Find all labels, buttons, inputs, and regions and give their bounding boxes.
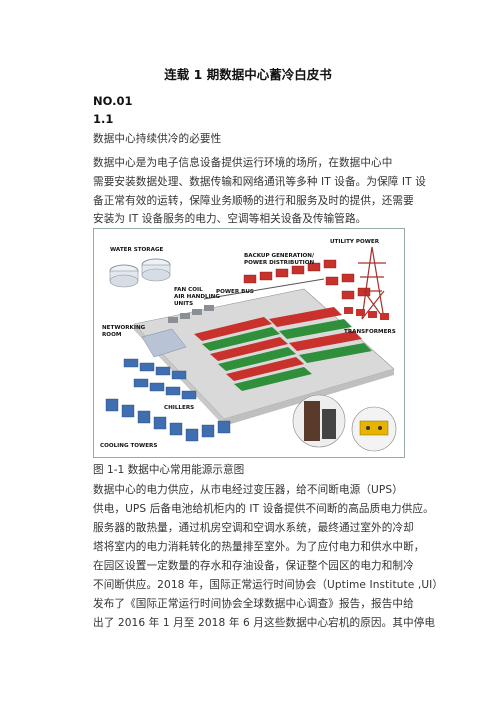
paragraph-line: 数据中心的电力供应，从市电经过变压器，给不间断电源（UPS）	[93, 484, 403, 496]
label-air-handling: AIR HANDLING	[174, 294, 220, 300]
transformers	[344, 307, 389, 320]
label-utility-power: UTILITY POWER	[330, 239, 380, 245]
paragraph-line: 在园区设置一定数量的存水和存油设备，保证整个园区的电力和制冷	[93, 560, 414, 572]
paragraph-line: 发布了《国际正常运行时间协会全球数据中心调查》报告，报告中给	[93, 598, 414, 610]
cooling-towers	[105, 398, 231, 442]
paragraph-line: 服务器的散热量，通过机房空调和空调水系统，最终通过室外的冷却	[93, 522, 414, 534]
label-cooling-towers: COOLING TOWERS	[100, 443, 157, 449]
water-storage-tanks	[109, 258, 171, 288]
paragraph-line: 出了 2016 年 1 月至 2018 年 6 月这些数据中心宕机的原因。其中停…	[93, 617, 436, 629]
label-water-storage: WATER STORAGE	[110, 247, 164, 253]
label-fan-coil: FAN COIL	[174, 287, 203, 293]
section-heading: 数据中心持续供冷的必要性	[93, 133, 222, 145]
chillers	[123, 358, 197, 400]
paragraph-line: 需要安装数据处理、数据传输和网络通讯等多种 IT 设备。为保障 IT 设	[93, 176, 426, 188]
label-networking: NETWORKING	[102, 325, 146, 331]
section-number: NO.01	[93, 94, 133, 108]
paragraph-line: 数据中心是为电子信息设备提供运行环境的场所，在数据中心中	[93, 157, 393, 169]
datacenter-illustration: WATER STORAGE UTILITY POWER BACKUP GENER…	[100, 239, 397, 452]
label-backup-generation: BACKUP GENERATION/	[244, 253, 315, 259]
paragraph-line: 备正常有效的运转，保障业务顺畅的进行和服务及时的提供，还需要	[93, 195, 414, 207]
label-room: ROOM	[102, 332, 122, 338]
fan-coil-units	[168, 305, 214, 323]
ups-battery-inset	[292, 394, 397, 452]
subsection-number: 1.1	[93, 112, 114, 126]
power-bus	[203, 278, 325, 300]
label-power-bus: POWER BUS	[216, 289, 254, 295]
paragraph-line: 供电，UPS 后备电池给机柜内的 IT 设备提供不间断的高品质电力供应。	[93, 503, 434, 515]
networking-room	[141, 328, 187, 358]
paragraph-line: 不间断供应。2018 年，国际正常运行时间协会（Uptime Institute…	[93, 579, 444, 591]
datacenter-energy-figure: WATER STORAGE UTILITY POWER BACKUP GENER…	[93, 228, 405, 458]
rack-rows	[194, 307, 372, 391]
label-units: UNITS	[174, 301, 193, 307]
label-power-distribution: POWER DISTRIBUTION	[244, 260, 315, 266]
document-title: 连载 1 期数据中心蓄冷白皮书	[164, 67, 332, 82]
paragraph-line: 塔将室内的电力消耗转化的热量排至室外。为了应付电力和供水中断，	[93, 541, 425, 553]
paragraph-line: 安装为 IT 设备服务的电力、空调等相关设备及传输管路。	[93, 213, 367, 225]
figure-caption: 图 1-1 数据中心常用能源示意图	[93, 464, 245, 476]
label-transformers: TRANSFORMERS	[344, 329, 396, 335]
label-chillers: CHILLERS	[164, 405, 194, 411]
utility-power-tower	[358, 246, 386, 320]
